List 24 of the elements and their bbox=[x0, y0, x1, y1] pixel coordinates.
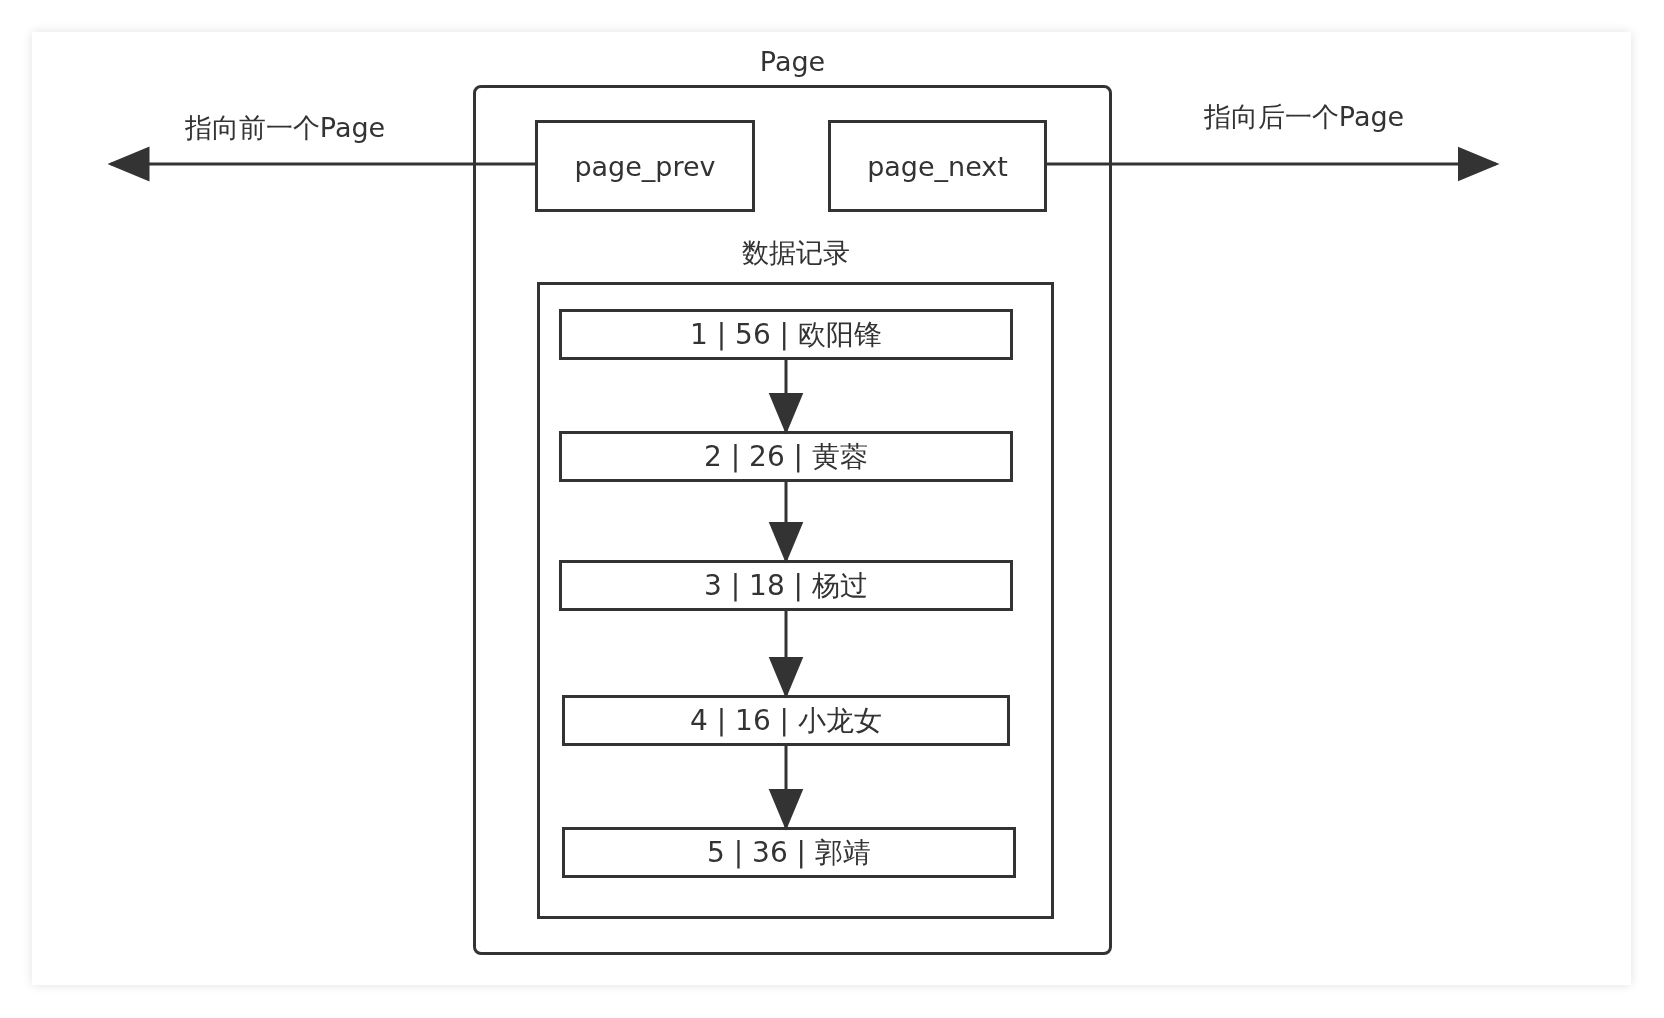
pointer-label: page_next bbox=[867, 152, 1008, 180]
arrow bbox=[768, 360, 804, 435]
record-text: 3 | 18 | 杨过 bbox=[704, 571, 868, 600]
record-row bbox=[559, 309, 1013, 360]
record-row bbox=[559, 431, 1013, 482]
record-text: 4 | 16 | 小龙女 bbox=[690, 706, 882, 735]
frame-title: Page bbox=[759, 48, 826, 75]
arrow bbox=[768, 746, 804, 831]
record-row bbox=[562, 695, 1010, 746]
edge-label: 指向后一个Page bbox=[1203, 103, 1405, 130]
pointer-box bbox=[535, 120, 755, 212]
record-text: 2 | 26 | 黄蓉 bbox=[704, 442, 868, 471]
arrow bbox=[768, 482, 804, 564]
record-row bbox=[559, 560, 1013, 611]
pointer-box bbox=[828, 120, 1047, 212]
pointer-label: page_prev bbox=[574, 152, 716, 180]
arrow bbox=[107, 146, 535, 182]
record-row bbox=[562, 827, 1016, 878]
arrow bbox=[1047, 146, 1500, 182]
record-text: 5 | 36 | 郭靖 bbox=[707, 838, 871, 867]
edge-label: 指向前一个Page bbox=[184, 114, 386, 141]
arrow bbox=[768, 611, 804, 699]
frame-title: 数据记录 bbox=[741, 239, 850, 266]
record-text: 1 | 56 | 欧阳锋 bbox=[690, 320, 882, 349]
